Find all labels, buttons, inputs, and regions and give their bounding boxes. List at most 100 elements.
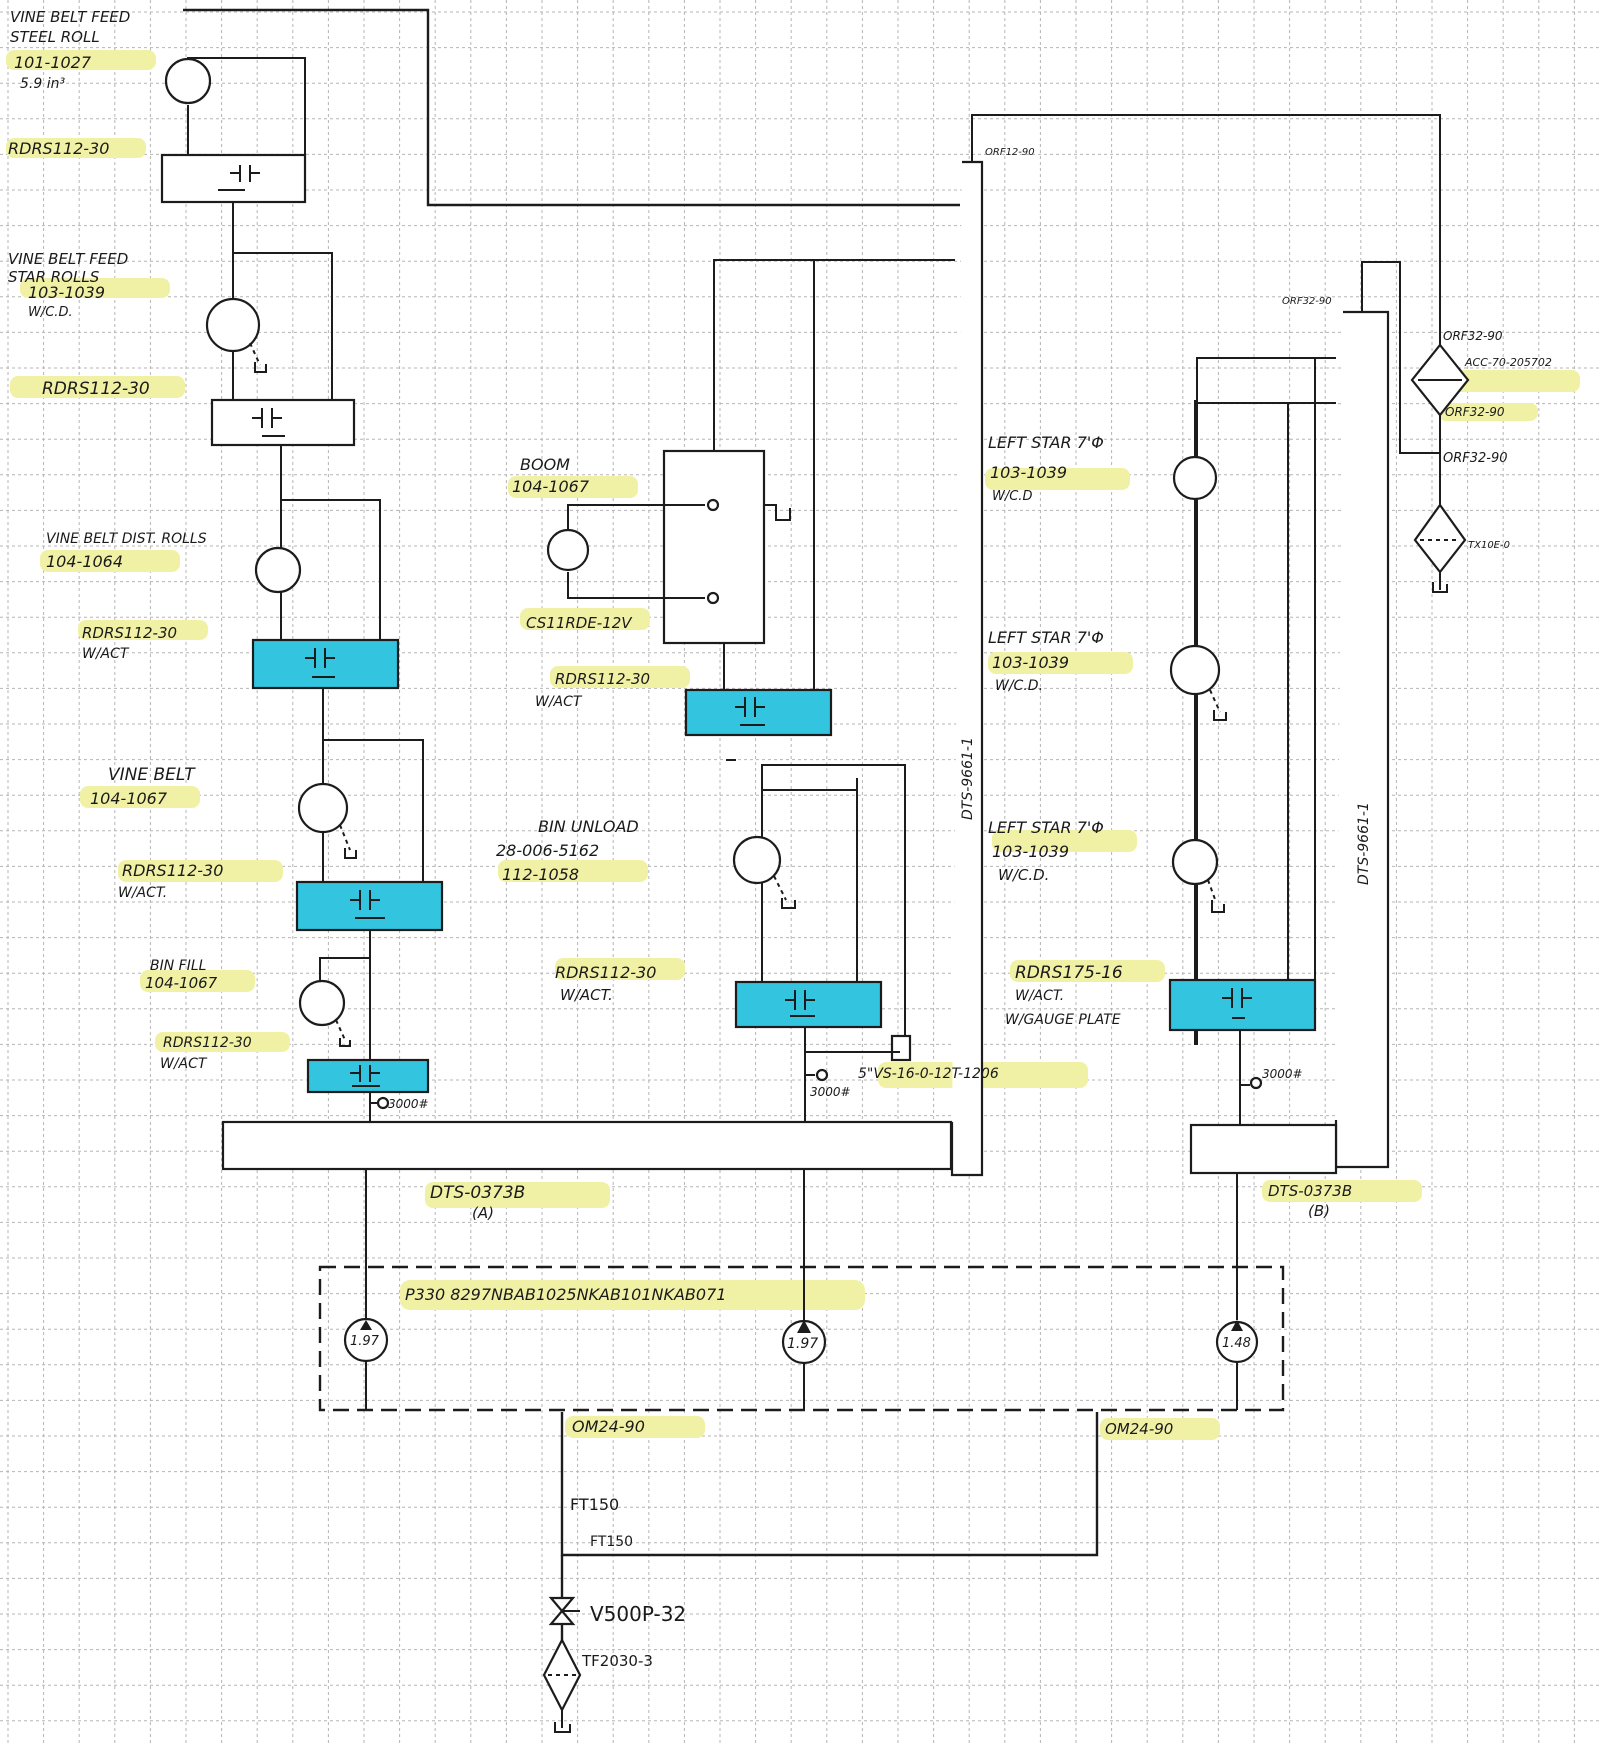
tank-filter-label: TX10E-0 [1468,540,1510,551]
orf1-label: ORF32-90 [1443,329,1503,343]
motor-bin-unload [732,835,782,885]
valve1-label: RDRS112-30 [8,139,109,158]
valve-boom-actuated [684,688,833,737]
filter-part-label: ACC-70-205702 [1464,356,1552,369]
motor-vine-belt [297,782,349,834]
middle-circuit [546,259,955,1122]
motor4-name: VINE BELT [108,765,196,785]
valve-bin-note: W/ACT. [560,986,613,1004]
valve-boom-note: W/ACT [535,694,583,710]
ft1-label: FT150 [570,1495,619,1514]
motor3-name: VINE BELT DIST. ROLLS [46,531,207,547]
relief-c-label: 3000# [1262,1067,1303,1081]
star2-note: W/C.D. [995,678,1043,694]
motor3-part: 104-1064 [46,552,123,571]
manifold-b-name: DTS-0373B [1268,1182,1352,1200]
valve3-note: W/ACT [82,646,130,662]
valve2-label: RDRS112-30 [42,379,150,399]
strainer-label: TF2030-3 [581,1652,653,1670]
star1-note: W/C.D [992,489,1032,504]
star1-part: 103-1039 [990,463,1067,482]
valve4-label: RDRS112-30 [122,861,223,880]
valve-star-note1: W/ACT. [1015,988,1064,1004]
motor-left-star-3 [1171,838,1219,886]
motor-bin-fill [298,979,346,1027]
motor1-name: VINE BELT FEED [10,8,130,26]
motor-left-star-1 [1172,455,1218,501]
motor-left-star-2 [1169,644,1221,696]
star1-name: LEFT STAR 7'Φ [988,433,1104,452]
manifold-a-sub: (A) [472,1204,494,1222]
line-top-label: ORF12-90 [985,147,1035,158]
valve-bin-unload-actuated [734,980,883,1029]
pump-part-label: P330 8297NBAB1025NKAB101NKAB071 [405,1285,726,1304]
dts-right-label: DTS-9661-1 [1356,802,1372,885]
bin-unload-part1: 28-006-5162 [496,841,599,860]
motor-vine-belt-dist-rolls [254,546,302,594]
check-valve-label: 5"VS-16-0-12T-1206 [858,1066,999,1082]
relief-b-label: 3000# [810,1085,851,1099]
om-right-label: OM24-90 [1105,1420,1173,1438]
motor4-part: 104-1067 [90,789,168,808]
pump3-label: 1.48 [1222,1336,1251,1351]
valve-boom-label: RDRS112-30 [555,670,650,688]
manifolds-and-pumps [221,1120,1338,1733]
check-valve-box [890,1034,912,1062]
valve4-note: W/ACT. [118,885,167,901]
manifold-b-sub: (B) [1308,1202,1330,1220]
manifold-a [221,1120,953,1171]
star3-part: 103-1039 [992,842,1069,861]
valve5-note: W/ACT [160,1056,208,1072]
motor5-part: 104-1067 [145,974,218,992]
bin-unload-part2: 112-1058 [502,865,579,884]
manifold-a-name: DTS-0373B [430,1183,525,1203]
valve-star-note2: W/GAUGE PLATE [1005,1012,1121,1028]
pump2-label: 1.97 [787,1336,818,1352]
boom-cylinder-block [662,449,766,645]
motor1-part: 101-1027 [14,53,92,72]
motor2-sub: STAR ROLLS [8,268,100,286]
labels: VINE BELT FEED STEEL ROLL 101-1027 5.9 i… [8,8,1552,1670]
valve-bin-label: RDRS112-30 [555,963,656,982]
orf-left-label: ORF32-90 [1282,296,1332,307]
valve-5-actuated [306,1058,430,1094]
motor2-name: VINE BELT FEED [8,250,128,268]
dts-mid-label: DTS-9661-1 [960,737,976,820]
valve3-label: RDRS112-30 [82,624,177,642]
manifold-b [1189,1123,1338,1175]
star3-note: W/C.D. [998,866,1049,884]
motor5-name: BIN FILL [150,958,206,974]
motor-vine-belt-feed-star-rolls [205,297,261,353]
star2-name: LEFT STAR 7'Φ [988,628,1104,647]
star3-name: LEFT STAR 7'Φ [988,818,1104,837]
right-circuit [950,114,1470,1177]
motor2-note: W/C.D. [28,305,73,320]
valve-2-box [210,398,356,447]
left-circuit [160,8,960,1122]
om-left-label: OM24-90 [572,1417,645,1436]
orf2-label: ORF32-90 [1445,405,1505,419]
boom-motor [546,528,590,572]
valve-1-box [160,153,307,204]
boom-name: BOOM [520,455,570,474]
valve-star-label: RDRS175-16 [1015,963,1123,983]
relief-a-label: 3000# [388,1097,429,1111]
bin-unload-name: BIN UNLOAD [538,817,639,836]
tank-filter [1413,503,1467,574]
motor2-part: 103-1039 [28,283,105,302]
star2-part: 103-1039 [992,653,1069,672]
cylinder-label: CS11RDE-12V [526,614,633,632]
pump1-label: 1.97 [350,1334,380,1349]
motor1-sub: STEEL ROLL [10,28,100,46]
valve5-label: RDRS112-30 [163,1035,252,1051]
tandem-pump-enclosure [318,1265,1285,1412]
ft2-label: FT150 [590,1534,633,1550]
boom-part: 104-1067 [512,477,590,496]
valve-v-label: V500P-32 [590,1602,686,1626]
motor1-disp: 5.9 in³ [20,76,65,92]
orf3-label: ORF32-90 [1443,451,1508,466]
motor-vine-belt-feed-steel-roll [164,57,212,105]
